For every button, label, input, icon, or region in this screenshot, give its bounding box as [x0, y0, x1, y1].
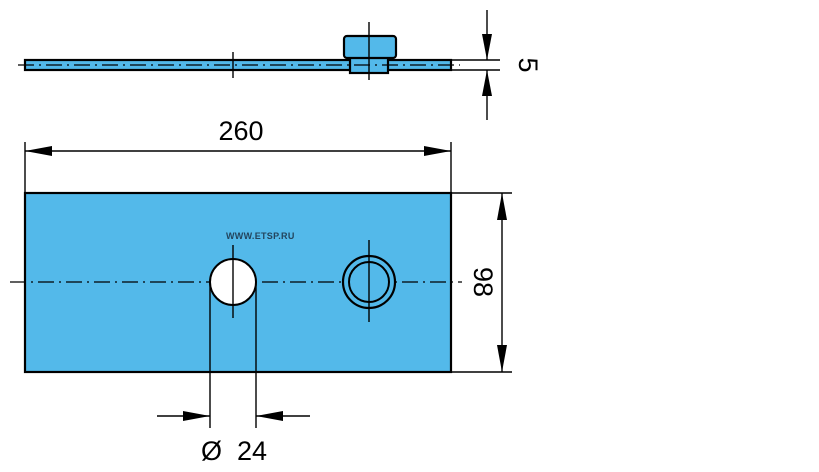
- hole-arrow-left: [183, 411, 210, 421]
- hole-diameter-dimension: Ø 24: [157, 282, 310, 466]
- thickness-arrow-bottom: [482, 70, 492, 96]
- hole-diameter-label: Ø 24: [201, 436, 267, 466]
- length-label: 260: [218, 116, 263, 146]
- watermark-text: WWW.ETSP.RU: [226, 231, 295, 241]
- top-view: WWW.ETSP.RU: [10, 191, 462, 374]
- side-view: [18, 22, 460, 80]
- length-arrow-left: [25, 146, 52, 156]
- thickness-arrow-top: [482, 34, 492, 60]
- thickness-dimension: 5: [451, 10, 543, 120]
- length-arrow-right: [424, 146, 451, 156]
- hole-arrow-right: [256, 411, 283, 421]
- side-view-nut: [342, 34, 398, 60]
- length-dimension: 260: [24, 116, 452, 193]
- width-arrow-top: [497, 193, 507, 220]
- width-label: 98: [468, 267, 498, 297]
- thickness-label: 5: [513, 57, 543, 72]
- width-dimension: 98: [451, 192, 512, 373]
- width-arrow-bottom: [497, 345, 507, 372]
